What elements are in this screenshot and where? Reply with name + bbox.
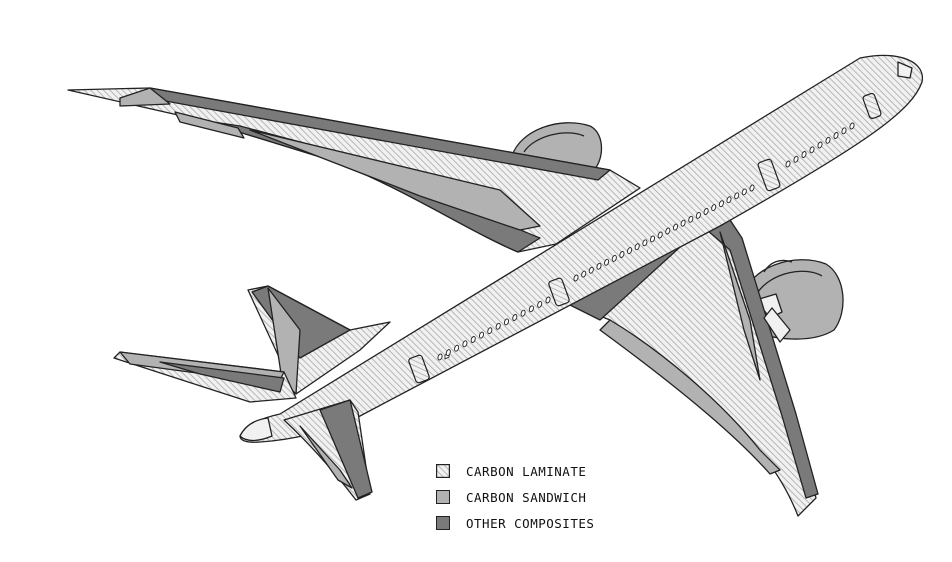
window — [581, 270, 587, 278]
legend-label: CARBON LAMINATE — [466, 463, 587, 479]
window — [793, 155, 799, 163]
swatch-hatched — [436, 464, 450, 478]
window — [649, 235, 656, 243]
window — [437, 353, 443, 361]
window — [801, 151, 807, 158]
window — [454, 344, 460, 352]
window — [627, 247, 633, 255]
vertical-stabilizer — [247, 285, 391, 395]
window — [734, 192, 740, 200]
window — [478, 331, 485, 339]
window — [462, 340, 468, 348]
legend-label: OTHER COMPOSITES — [466, 515, 595, 531]
window — [809, 146, 815, 154]
window — [711, 204, 717, 212]
window — [573, 274, 579, 282]
left-wing — [67, 87, 641, 253]
window — [611, 254, 617, 262]
window — [741, 188, 747, 196]
window — [785, 160, 791, 168]
window — [849, 122, 855, 130]
window — [825, 136, 831, 144]
window — [718, 200, 724, 208]
horizontal-stabilizer-left — [113, 351, 297, 403]
window — [642, 239, 648, 247]
window — [726, 196, 732, 204]
window — [695, 211, 701, 219]
window — [665, 227, 671, 235]
window — [537, 300, 543, 308]
window — [672, 223, 679, 231]
window — [445, 349, 451, 357]
window — [588, 266, 594, 274]
doors — [408, 92, 882, 384]
window — [512, 314, 518, 321]
window — [495, 322, 501, 330]
window — [520, 309, 526, 317]
window — [604, 258, 610, 266]
window — [528, 305, 534, 313]
horizontal-stabilizer-right — [283, 399, 373, 501]
fuselage — [239, 54, 923, 443]
swatch-dark-gray — [436, 516, 450, 530]
legend-item-carbon-laminate: CARBON LAMINATE — [436, 458, 594, 484]
legend-item-other-composites: OTHER COMPOSITES — [436, 510, 594, 536]
window — [817, 141, 823, 149]
window — [680, 219, 686, 227]
window — [487, 327, 493, 335]
window — [470, 336, 476, 343]
window — [634, 243, 640, 251]
window — [688, 215, 694, 223]
window — [749, 184, 755, 192]
window — [545, 296, 551, 304]
legend-label: CARBON SANDWICH — [466, 489, 587, 505]
swatch-light-gray — [436, 490, 450, 504]
window — [619, 251, 625, 258]
window — [841, 127, 847, 135]
window — [833, 132, 839, 139]
legend: CARBON LAMINATE CARBON SANDWICH OTHER CO… — [436, 458, 594, 536]
window-row — [437, 122, 855, 361]
window — [503, 318, 510, 326]
window — [596, 262, 602, 270]
legend-item-carbon-sandwich: CARBON SANDWICH — [436, 484, 594, 510]
window — [657, 231, 663, 239]
window — [703, 208, 709, 215]
